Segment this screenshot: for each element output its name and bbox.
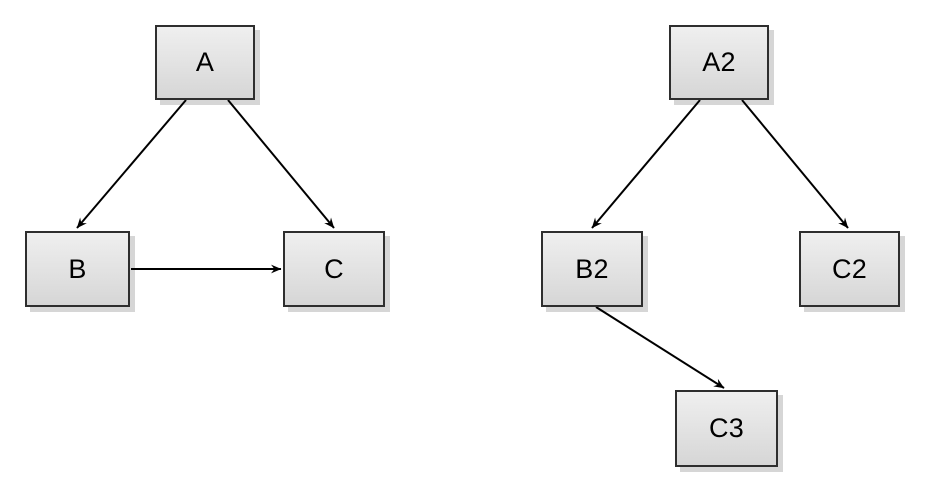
node-B[interactable]: B — [25, 231, 130, 307]
node-label-B2: B2 — [575, 253, 609, 284]
node-label-A2: A2 — [702, 47, 736, 77]
node-C3[interactable]: C3 — [675, 390, 778, 467]
node-label-C2: C2 — [831, 253, 868, 284]
node-label-C: C — [324, 253, 344, 284]
node-label-A: A — [195, 47, 215, 77]
node-C[interactable]: C — [283, 231, 385, 307]
node-B2[interactable]: B2 — [541, 231, 643, 307]
node-A2[interactable]: A2 — [669, 25, 769, 100]
node-C2[interactable]: C2 — [799, 231, 900, 307]
node-label-C3: C3 — [708, 413, 745, 443]
edge-A-to-B[interactable] — [76, 99, 187, 229]
node-label-B: B — [68, 253, 87, 284]
edge-A-to-C[interactable] — [227, 99, 335, 229]
node-A[interactable]: A — [155, 25, 255, 100]
edge-A2-to-C2[interactable] — [741, 99, 849, 229]
edge-A2-to-B2[interactable] — [591, 99, 701, 229]
edges-group — [76, 99, 849, 389]
edge-B2-to-C3[interactable] — [595, 306, 725, 389]
